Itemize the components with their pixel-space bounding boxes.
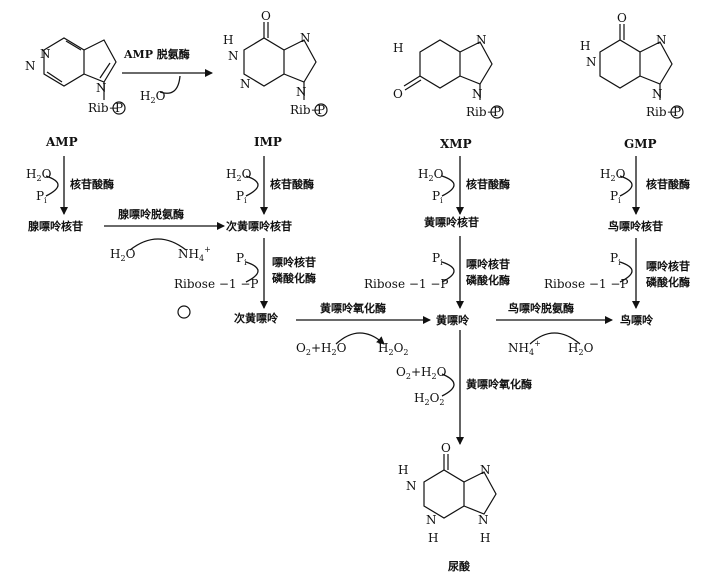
reagent-pi: Pi [610,251,621,267]
n-atom: N [406,479,417,493]
xanthine-label: 黄嘌呤 [436,313,470,327]
reagent-pi: Pi [236,189,247,205]
n-atom: N [586,55,597,69]
reagent-o2-h2o: O2+H2O [396,365,447,381]
pnp-label: 磷酸化酶 [646,275,690,289]
ribose-1-p-label: Ribose −1 −P [174,277,259,291]
o-atom: O [441,441,451,455]
nucleotidase-label: 核苷酸酶 [270,177,314,191]
n-atom: N [478,513,489,527]
n-atom: N [472,87,483,101]
reagent-h2o: H2O [600,167,626,183]
reagent-pi: Pi [432,251,443,267]
n-atom: N [652,87,663,101]
reagent-nh4: NH4+ [508,339,541,357]
xanthosine-label: 黄嘌呤核苷 [424,215,479,229]
n-atom: N [300,31,311,45]
n-atom: N [228,49,239,63]
phosphate-label: P [493,105,501,119]
phosphate-label: P [317,103,325,117]
uric-acid-structure: O H N N N H N H [398,441,497,545]
amp-structure: N N N Rib− P [25,37,126,115]
n-atom: N [426,513,437,527]
reagent-h2o: H2O [140,89,166,105]
xmp-structure: O H N N Rib− P [393,33,504,119]
o-atom: O [261,9,271,23]
xmp-label: XMP [440,137,472,151]
nucleotidase-label: 核苷酸酶 [646,177,690,191]
n-atom: N [240,77,251,91]
reagent-h2o: H2O [418,167,444,183]
rib-label: Rib− [290,103,321,117]
adenosine-deaminase-label: 腺嘌呤脱氨酶 [118,207,184,221]
n-atom: N [296,85,307,99]
inosine-label: 次黄嘌呤核苷 [226,219,292,233]
n-atom: N [656,33,667,47]
n-atom: N [25,59,36,73]
reagent-h2o2: H2O2 [378,341,409,357]
nucleotidase-label: 核苷酸酶 [466,177,510,191]
reagent-pi: Pi [236,251,247,267]
reagent-o2-h2o: O2+H2O [296,341,347,357]
h-atom: H [580,39,590,53]
reagent-h2o: H2O [26,167,52,183]
ribose-1-p-label: Ribose −1 −P [364,277,449,291]
reagent-h2o2: H2O2 [414,391,445,407]
guanine-label: 鸟嘌呤 [620,313,654,327]
h-atom: H [428,531,438,545]
amp-deaminase-label: AMP 脱氨酶 [123,47,190,61]
gmp-structure: O H N N N Rib− P [580,11,684,119]
o-atom: O [617,11,627,25]
n-atom: N [476,33,487,47]
reagent-h2o: H2O [110,247,136,263]
rib-label: Rib− [88,101,119,115]
pnp-label: 磷酸化酶 [466,273,510,287]
pnp-label: 嘌呤核苷 [466,257,510,271]
reagent-pi: Pi [36,189,47,205]
guanosine-label: 鸟嘌呤核苷 [608,219,663,233]
guanine-deaminase-label: 鸟嘌呤脱氨酶 [508,301,574,315]
xanthine-oxidase-label: 黄嘌呤氧化酶 [320,301,386,315]
reagent-pi: Pi [432,189,443,205]
rib-label: Rib− [466,105,497,119]
phosphate-label: P [673,105,681,119]
reagent-pi: Pi [610,189,621,205]
n-atom: N [96,81,107,95]
nucleotidase-label: 核苷酸酶 [70,177,114,191]
o-atom: O [393,87,403,101]
ribose-1-p-label: Ribose −1 −P [544,277,629,291]
pnp-label: 嘌呤核苷 [272,255,316,269]
n-atom: N [480,463,491,477]
circle-icon [177,305,191,319]
adenosine-label: 腺嘌呤核苷 [28,219,83,233]
h-atom: H [398,463,408,477]
reagent-h2o: H2O [568,341,594,357]
reagent-nh4: NH4+ [178,245,211,263]
rib-label: Rib− [646,105,677,119]
imp-label: IMP [254,135,282,149]
xanthine-oxidase-label: 黄嘌呤氧化酶 [466,377,532,391]
hypoxanthine-label: 次黄嘌呤 [234,311,279,325]
h-atom: H [480,531,490,545]
h-atom: H [223,33,233,47]
amp-label: AMP [45,135,78,149]
uric-acid-label: 尿酸 [448,559,471,573]
pnp-label: 嘌呤核苷 [646,259,690,273]
h-atom: H [393,41,403,55]
reagent-h2o: H2O [226,167,252,183]
pnp-label: 磷酸化酶 [272,271,316,285]
gmp-label: GMP [624,137,657,151]
imp-structure: O H N N N N Rib− P [223,9,328,117]
n-atom: N [40,47,51,61]
phosphate-label: P [115,101,123,115]
